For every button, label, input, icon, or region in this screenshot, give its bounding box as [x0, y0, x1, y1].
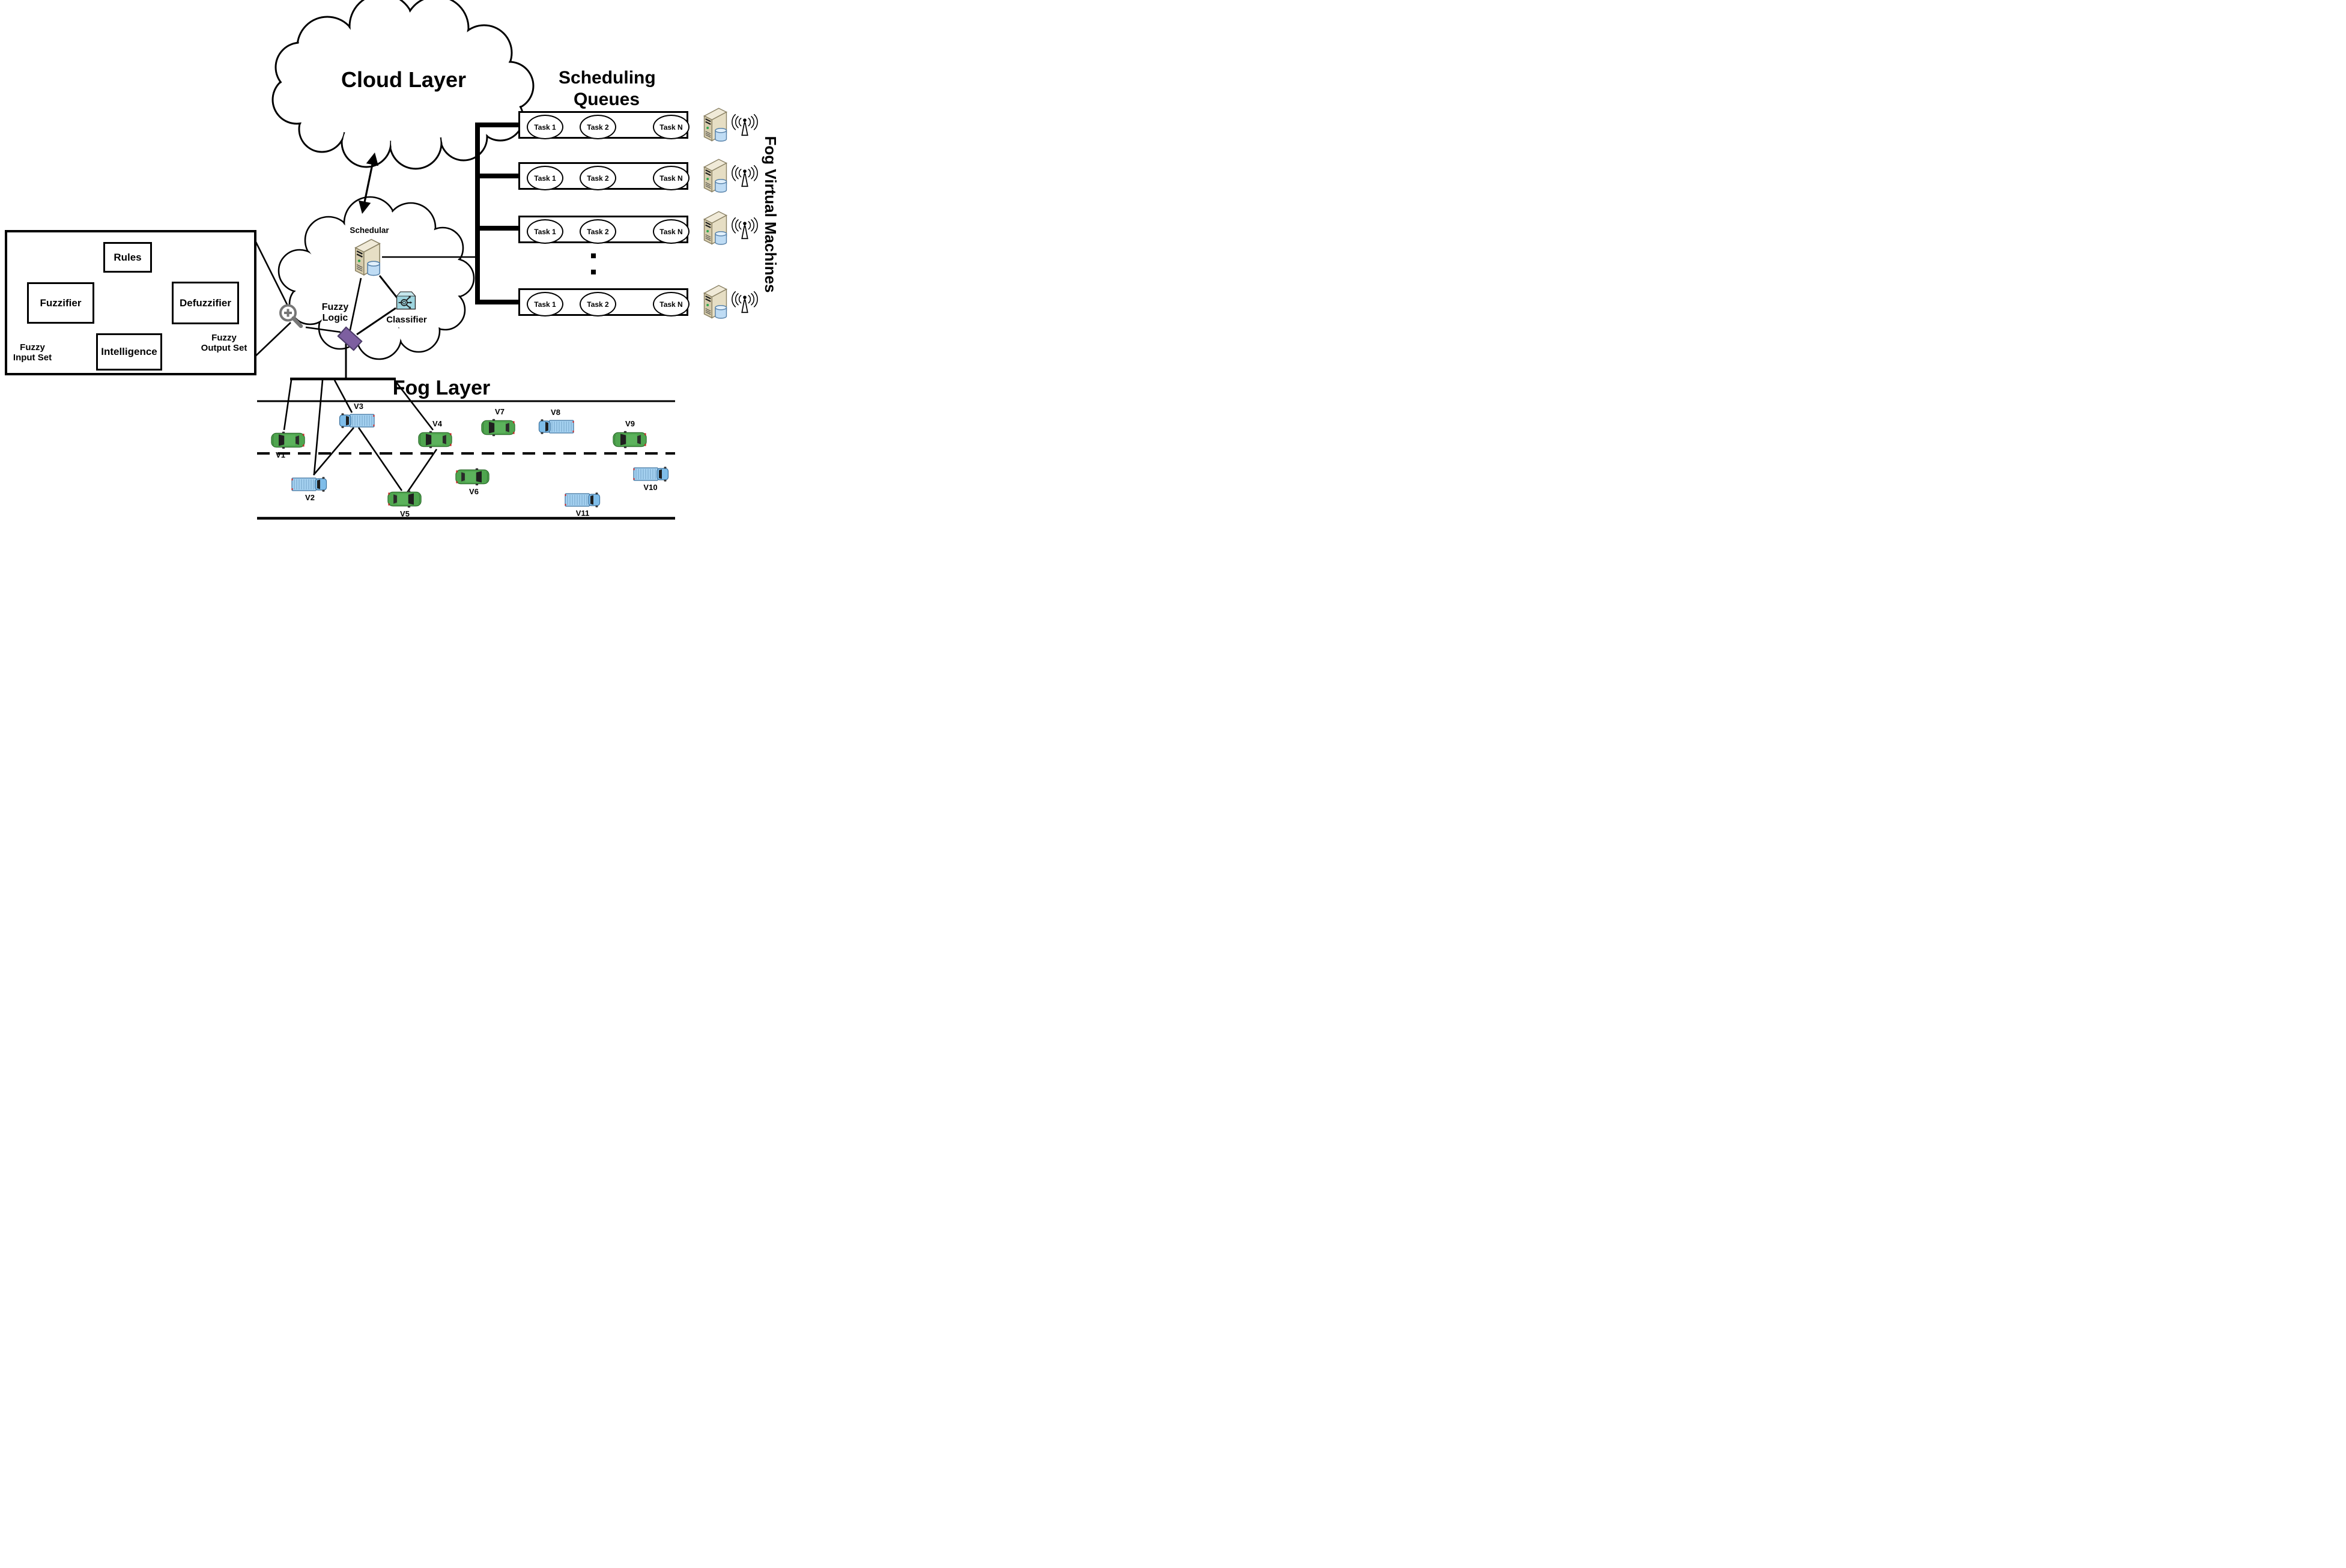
scheduler-label: Schedular: [350, 226, 389, 235]
task-ellipse: Task 2: [580, 292, 616, 316]
car-icon: [387, 490, 422, 508]
road-lines: [257, 400, 675, 520]
fuzzy-output-set-label: Fuzzy Output Set: [201, 333, 247, 353]
scheduling-title-line1: Scheduling: [559, 68, 656, 88]
vehicle-label: V5: [400, 509, 410, 518]
task-ellipse: Task 2: [580, 115, 616, 139]
task-ellipse: Task N: [653, 166, 690, 190]
car-icon: [455, 468, 490, 486]
intelligence-box: Intelligence: [96, 333, 162, 371]
truck-icon: [564, 492, 601, 507]
vehicle-label: V6: [469, 487, 479, 496]
antenna-icon: [732, 291, 758, 313]
connector-lines: [250, 123, 519, 493]
task-ellipse: Task 1: [527, 166, 563, 190]
scheduling-queue: Task 1 Task 2 Task N: [518, 288, 690, 316]
server-icon: [703, 285, 728, 319]
task-ellipse: Task N: [653, 292, 690, 316]
task-ellipse: Task N: [653, 219, 690, 244]
scheduling-title-line2: Queues: [573, 89, 640, 109]
server-icon: [703, 107, 728, 142]
car-icon: [270, 431, 306, 449]
vehicle-label: V9: [625, 419, 635, 428]
classifier-icon: [396, 291, 416, 310]
vehicle-label: V7: [495, 407, 505, 416]
scheduling-queue: Task 1 Task 2 Task N: [518, 111, 690, 139]
task-ellipse: Task 1: [527, 292, 563, 316]
antenna-icon: [732, 217, 758, 240]
fog-virtual-machines-title: Fog Virtual Machines: [762, 136, 780, 293]
defuzzifier-box: Defuzzifier: [172, 282, 239, 324]
antenna-icon: [732, 114, 758, 136]
fog-vm-unit: [702, 157, 762, 196]
car-icon: [417, 431, 453, 449]
cloud-layer-shape: [271, 0, 535, 170]
server-icon: [703, 159, 728, 193]
vehicle-label: V11: [575, 508, 590, 518]
antenna-icon: [732, 165, 758, 187]
fuzzy-logic-line2: Logic: [322, 313, 348, 323]
fog-vm-unit: [702, 106, 762, 145]
vehicle-label: V1: [276, 450, 285, 459]
diagram-canvas: Cloud Layer Fog Layer Scheduling Queues …: [0, 0, 782, 522]
task-ellipse: Task 1: [527, 219, 563, 244]
fuzzy-input-set-label: Fuzzy Input Set: [13, 342, 52, 363]
car-icon: [480, 419, 516, 437]
fog-cloud-shape: [277, 196, 475, 360]
fog-vm-unit: [702, 209, 762, 249]
car-icon: [612, 431, 647, 449]
classifier-label: Classifier: [386, 315, 427, 325]
task-ellipse: Task N: [653, 115, 690, 139]
queue-ellipsis-dots: [591, 253, 596, 274]
truck-icon: [291, 476, 327, 492]
fuzzy-inset-box: Rules Fuzzifier Defuzzifier Intelligence…: [5, 230, 256, 375]
vehicle-label: V3: [354, 401, 363, 411]
vehicle-label: V8: [551, 407, 560, 417]
fuzzifier-box: Fuzzifier: [27, 282, 94, 324]
rules-box: Rules: [103, 242, 152, 273]
scheduling-queue: Task 1 Task 2 Task N: [518, 162, 690, 190]
scheduling-queues-title: Scheduling Queues: [559, 67, 656, 110]
scheduling-queue: Task 1 Task 2 Task N: [518, 216, 690, 244]
task-ellipse: Task 1: [527, 115, 563, 139]
vehicle-label: V4: [432, 419, 442, 428]
fuzzy-logic-label: Fuzzy Logic: [311, 302, 359, 324]
vehicle-label: V10: [643, 482, 658, 492]
magnifier-icon: [279, 304, 303, 328]
fuzzy-logic-line1: Fuzzy: [321, 302, 349, 312]
scheduler-server-icon: [354, 238, 381, 276]
truck-icon: [339, 413, 375, 428]
task-ellipse: Task 2: [580, 166, 616, 190]
vehicle-label: V2: [305, 492, 315, 502]
fog-vm-unit: [702, 283, 762, 322]
cloud-layer-title: Cloud Layer: [341, 67, 467, 92]
server-icon: [703, 211, 728, 245]
fog-layer-title: Fog Layer: [392, 377, 491, 399]
truck-icon: [538, 419, 575, 434]
truck-icon: [632, 466, 669, 482]
task-ellipse: Task 2: [580, 219, 616, 244]
